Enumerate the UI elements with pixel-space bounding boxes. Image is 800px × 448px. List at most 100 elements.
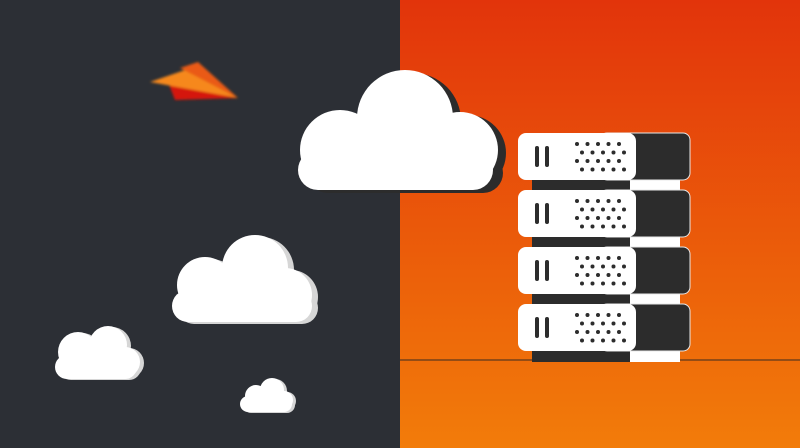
vent-dot [601,207,605,212]
server-gap-dark [532,179,630,191]
vent-dot [585,159,590,163]
vent-dot [611,321,616,326]
server-led-bar [545,260,549,281]
paper-plane-icon [150,62,238,100]
vent-dot [575,216,579,220]
vent-dot [622,264,626,269]
server-front-panel [518,247,636,294]
vent-dot [617,142,621,146]
server-led-bar [535,203,539,224]
vent-dot [617,313,621,317]
vent-dot [606,313,611,317]
server-gap-light [630,350,680,362]
vent-dot [575,313,579,317]
vent-dot [617,256,621,260]
vent-dot [611,167,616,172]
vent-dot [622,224,626,229]
vent-dot [590,150,595,155]
vent-dot [596,313,600,317]
server-gap-light [630,293,680,305]
vent-dot [606,159,611,163]
vent-dot [590,264,595,269]
vent-dot [601,281,605,286]
server-led-bar [545,317,549,338]
vent-dot [580,264,584,269]
vent-dot [580,224,584,229]
vent-dot [575,273,579,277]
vent-dot [596,330,600,334]
vent-dot [611,338,616,343]
vent-dot [606,330,611,334]
server-front-panel [518,190,636,237]
cloud-icon [172,235,318,324]
vent-dot [606,199,611,203]
server-gap-light [630,179,680,191]
vent-dot [585,142,590,146]
vent-dot [611,224,616,229]
vent-dot [575,142,579,146]
vent-dot [606,216,611,220]
vent-dot [601,150,605,155]
cloud-icon [240,378,296,413]
server-led-bar [545,146,549,167]
vent-dot [580,338,584,343]
vent-dot [601,338,605,343]
vent-dot [601,167,605,172]
vent-dot [596,199,600,203]
vent-dot [580,281,584,286]
vent-dot [580,207,584,212]
vent-dot [611,150,616,155]
vent-dot [590,224,595,229]
vent-dot [622,338,626,343]
vent-dot [585,273,590,277]
vent-dot [606,256,611,260]
vent-dot [617,159,621,163]
vent-dot [601,321,605,326]
server-led-bar [535,317,539,338]
vent-dot [617,330,621,334]
vent-dot [596,273,600,277]
vent-dot [622,150,626,155]
vent-dot [590,321,595,326]
vent-dot [585,330,590,334]
vent-dot [606,273,611,277]
vent-dot [606,142,611,146]
vent-dot [622,321,626,326]
server-gap-dark [532,293,630,305]
server-led-bar [535,260,539,281]
vent-dot [617,199,621,203]
vent-dot [596,256,600,260]
server-gap-dark [532,350,630,362]
vent-dot [575,256,579,260]
vent-dot [590,167,595,172]
vent-dot [585,313,590,317]
vent-dot [622,207,626,212]
vent-dot [575,330,579,334]
vent-dot [596,142,600,146]
vent-dot [611,264,616,269]
vent-dot [580,150,584,155]
server-gap-dark [532,236,630,248]
vent-dot [575,199,579,203]
server-rack-icon [518,132,691,362]
server-front-panel [518,133,636,180]
vent-dot [590,281,595,286]
vent-dot [585,199,590,203]
cloud-icon [55,326,144,380]
server-front-panel [518,304,636,351]
server-led-bar [545,203,549,224]
vent-dot [580,321,584,326]
vent-dot [611,207,616,212]
vent-dot [617,216,621,220]
vent-dot [596,216,600,220]
vent-dot [585,216,590,220]
vent-dot [611,281,616,286]
vent-dot [585,256,590,260]
vent-dot [596,159,600,163]
vent-dot [601,224,605,229]
vent-dot [590,338,595,343]
vent-dot [622,167,626,172]
vent-dot [590,207,595,212]
vent-dot [601,264,605,269]
